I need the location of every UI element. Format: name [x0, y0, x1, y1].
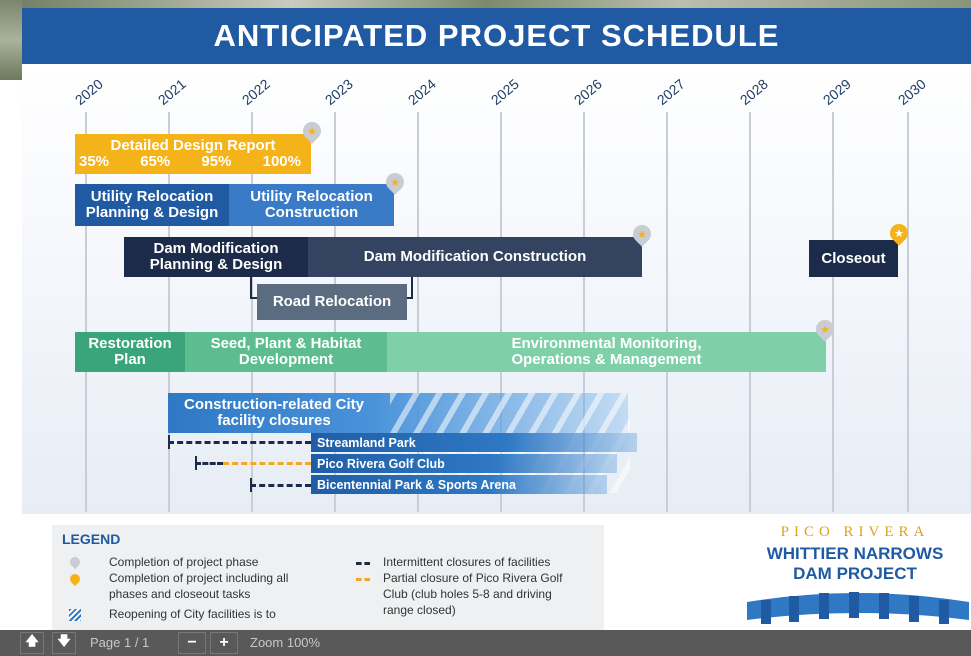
year-gridline [251, 112, 253, 512]
restoration-plan-label: Restoration [88, 335, 172, 353]
phase-marker-icon: ★ [299, 118, 325, 144]
dam-construction-label: Dam Modification Construction [363, 248, 587, 266]
phase-marker-icon [67, 554, 83, 570]
year-gridline [666, 112, 668, 512]
legend-title: LEGEND [62, 531, 121, 547]
seed-plant-bar: Seed, Plant & Habitat Development [185, 332, 387, 372]
partial-closure-line [223, 462, 311, 465]
zoom-in-button[interactable]: + [210, 632, 238, 654]
logo-line1: PICO RIVERA [780, 524, 930, 540]
plus-icon: + [219, 634, 229, 651]
seed-plant-label: Seed, Plant & Habitat [210, 335, 362, 353]
intermittent-closure-line [168, 441, 311, 444]
closure-start-tick [250, 478, 252, 492]
phase-marker-icon: ★ [629, 221, 655, 247]
legend-project-1: Completion of project including all [109, 571, 289, 585]
utility-construction-bar: Utility Relocation Construction [229, 184, 394, 226]
facility-golf-club: Pico Rivera Golf Club [311, 454, 617, 473]
year-gridline [417, 112, 419, 512]
road-relocation-bar: Road Relocation [257, 284, 407, 320]
environmental-monitoring-bar: Environmental Monitoring, Operations & M… [387, 332, 826, 372]
zoom-out-button[interactable]: − [178, 632, 206, 654]
facility-golf-club-label: Pico Rivera Golf Club [317, 456, 445, 471]
arrow-up-icon: 🡅 [25, 633, 39, 648]
year-gridline [749, 112, 751, 512]
intermittent-closure-line [250, 484, 311, 487]
legend-intermittent: Intermittent closures of facilities [383, 555, 551, 569]
reopening-stripe-icon [69, 609, 81, 621]
intermittent-dash-icon [356, 562, 370, 565]
environmental-monitoring-label: Operations & Management [511, 351, 702, 368]
design-pct: 95% [201, 153, 232, 170]
year-gridline [907, 112, 909, 512]
design-pct: 100% [262, 153, 301, 170]
year-gridline [583, 112, 585, 512]
dam-planning-bar: Dam Modification Planning & Design [124, 237, 308, 277]
facility-bicentennial-label: Bicentennial Park & Sports Arena [317, 477, 516, 492]
legend: LEGEND Completion of project phase Compl… [52, 525, 604, 631]
closure-start-tick [195, 456, 197, 470]
year-gridline [832, 112, 834, 512]
year-gridline [500, 112, 502, 512]
dam-graphic-icon [747, 592, 969, 624]
facility-bicentennial: Bicentennial Park & Sports Arena [311, 475, 607, 494]
project-logo: PICO RIVERA WHITTIER NARROWS DAM PROJECT [745, 522, 971, 630]
dam-planning-label: Planning & Design [149, 256, 283, 273]
legend-reopen: Reopening of City facilities is to [109, 607, 276, 621]
dam-construction-bar: Dam Modification Construction [308, 237, 642, 277]
previous-page-button[interactable]: 🡅 [20, 632, 44, 654]
arrow-down-icon: 🡇 [57, 633, 71, 648]
phase-marker-icon: ★ [382, 169, 408, 195]
project-completion-marker-icon: ★ [886, 220, 912, 246]
environmental-monitoring-label: Environmental Monitoring, [511, 335, 702, 353]
design-pct: 65% [140, 153, 171, 170]
legend-partial-3: range closed) [383, 603, 456, 617]
facility-streamland-label: Streamland Park [317, 435, 416, 450]
minus-icon: − [187, 634, 197, 651]
next-page-button[interactable]: 🡇 [52, 632, 76, 654]
closeout-bar: Closeout [809, 240, 898, 277]
closures-label: Construction-related City [183, 396, 364, 414]
utility-planning-label: Utility Relocation [90, 188, 214, 206]
design-report-label: Detailed Design Report [110, 137, 276, 155]
legend-phase: Completion of project phase [109, 555, 259, 569]
utility-planning-label: Planning & Design [85, 204, 219, 221]
page-indicator: Page 1 / 1 [90, 635, 150, 650]
year-gridline [85, 112, 87, 512]
project-completion-marker-icon [67, 571, 83, 587]
zoom-level: Zoom 100% [250, 635, 321, 650]
road-relocation-label: Road Relocation [272, 293, 392, 311]
page-title: ANTICIPATED PROJECT SCHEDULE [22, 8, 971, 64]
intermittent-closure-line [195, 462, 223, 465]
dam-planning-label: Dam Modification [153, 240, 279, 258]
closeout-label: Closeout [821, 249, 886, 267]
year-gridline [168, 112, 170, 512]
closures-label: facility closures [217, 412, 331, 429]
restoration-plan-bar: Restoration Plan [75, 332, 185, 372]
facility-streamland: Streamland Park [311, 433, 637, 452]
restoration-plan-label: Plan [114, 351, 146, 368]
legend-project-2: phases and closeout tasks [109, 587, 251, 601]
logo-line3: DAM PROJECT [793, 564, 917, 583]
viewer-toolbar: 🡅 🡇 Page 1 / 1 − + Zoom 100% [0, 630, 971, 656]
utility-construction-label: Utility Relocation [250, 188, 373, 206]
utility-planning-bar: Utility Relocation Planning & Design [75, 184, 229, 226]
seed-plant-label: Development [238, 351, 334, 368]
closure-start-tick [168, 435, 170, 449]
closures-label-block: Construction-related City facility closu… [168, 394, 380, 432]
design-pct: 35% [79, 153, 110, 170]
design-report-bar: Detailed Design Report 35% 65% 95% 100% [75, 134, 311, 174]
legend-partial-1: Partial closure of Pico Rivera Golf [383, 571, 563, 585]
legend-partial-2: Club (club holes 5-8 and driving [383, 587, 552, 601]
header-photo-left [0, 0, 22, 80]
utility-construction-label: Construction [264, 204, 359, 221]
phase-marker-icon: ★ [812, 316, 838, 342]
logo-line2: WHITTIER NARROWS [766, 544, 944, 563]
partial-dash-icon [356, 578, 370, 581]
